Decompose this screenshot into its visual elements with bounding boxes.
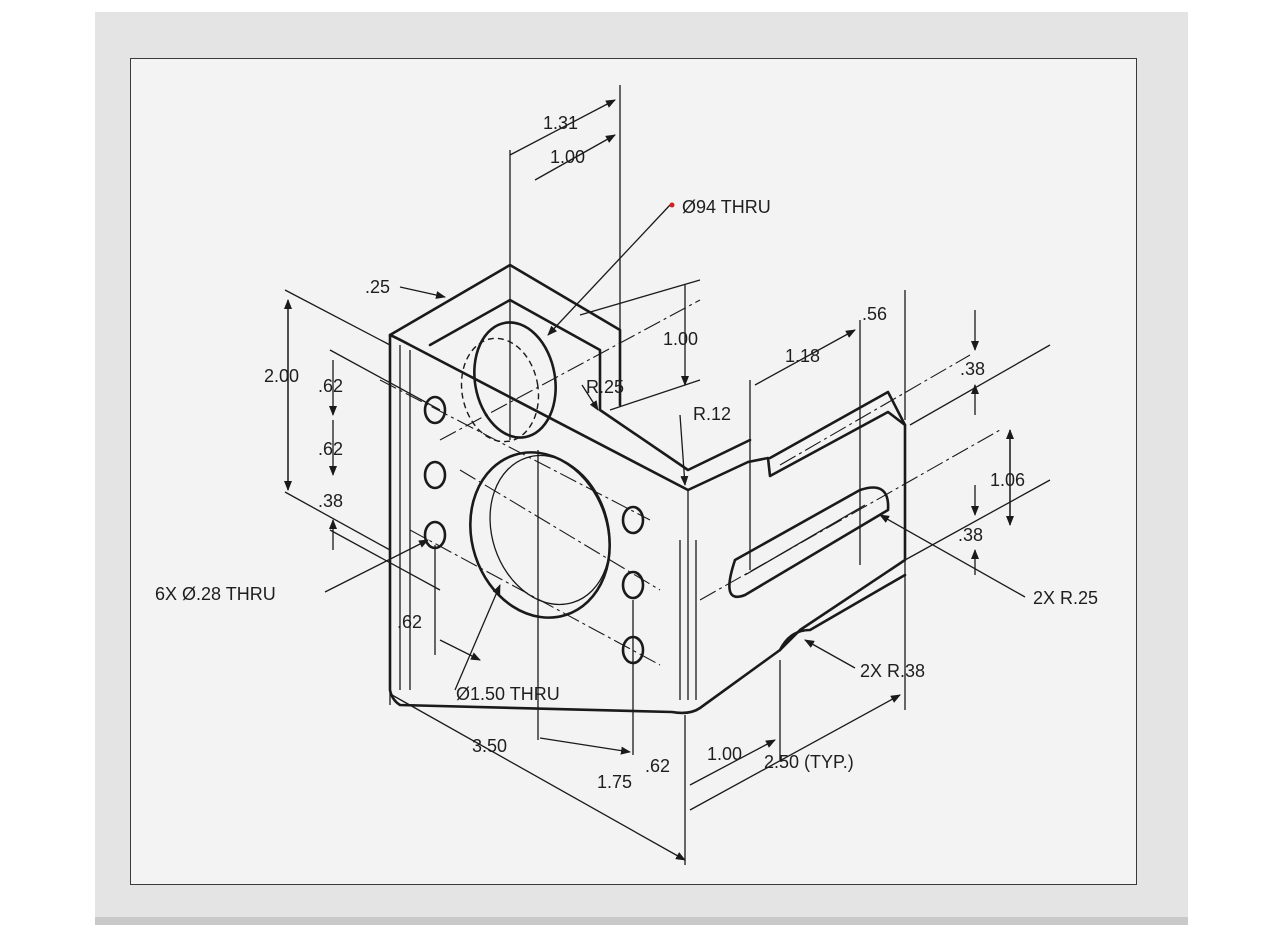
callout-marker: [669, 202, 675, 208]
dim-1-31: 1.31: [543, 113, 578, 133]
dim-1-00-top: 1.00: [550, 147, 585, 167]
dimension-labels: 1.31 1.00 Ø94 THRU .25 1.00 2.00 .62 R.2…: [155, 113, 1098, 792]
dim-1-00-bottom: 1.00: [707, 744, 742, 764]
dim-1-18: 1.18: [785, 346, 820, 366]
callout-big-hole: Ø1.50 THRU: [456, 684, 560, 704]
dim-1-06: 1.06: [990, 470, 1025, 490]
dim-2-00: 2.00: [264, 366, 299, 386]
dim-38-right-top: .38: [960, 359, 985, 379]
dim-62-bottom: .62: [397, 612, 422, 632]
dim-56: .56: [862, 304, 887, 324]
dim-25: .25: [365, 277, 390, 297]
bracket-part: [388, 263, 907, 715]
dimension-lines: [284, 99, 1014, 861]
dim-1-00-mid: 1.00: [663, 329, 698, 349]
callout-2x-r25: 2X R.25: [1033, 588, 1098, 608]
dim-1-75: 1.75: [597, 772, 632, 792]
dim-38-right-bot: .38: [958, 525, 983, 545]
dim-3-50: 3.50: [472, 736, 507, 756]
dim-62-a: .62: [318, 376, 343, 396]
small-holes: [423, 395, 645, 665]
center-lines: [284, 85, 1051, 865]
callout-typ: 2.50 (TYP.): [764, 752, 854, 772]
callout-r12: R.12: [693, 404, 731, 424]
dim-62-lower: .62: [645, 756, 670, 776]
callout-hole-thru: Ø94 THRU: [682, 197, 771, 217]
callout-six-holes: 6X Ø.28 THRU: [155, 584, 276, 604]
leader-lines: [324, 202, 1026, 691]
dim-62-b: .62: [318, 439, 343, 459]
page-edge-shadow: [95, 917, 1188, 925]
callout-2x-r38: 2X R.38: [860, 661, 925, 681]
callout-r25: R.25: [586, 377, 624, 397]
dim-38-left: .38: [318, 491, 343, 511]
